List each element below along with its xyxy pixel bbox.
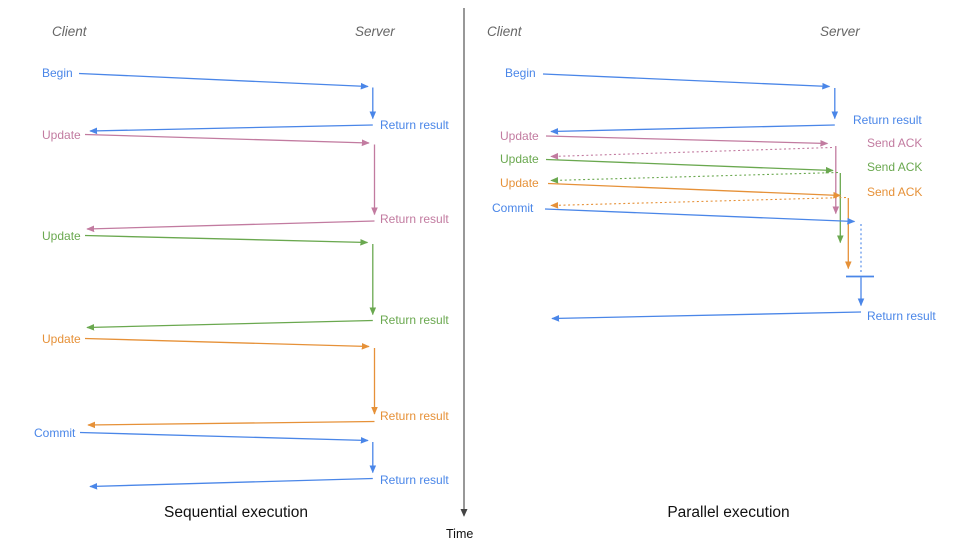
par-msg0-request-arrow bbox=[542, 73, 831, 90]
seq-msg4-request-label: Commit bbox=[34, 426, 76, 440]
seq-msg2-response-label: Return result bbox=[380, 313, 449, 327]
seq-msg0-response-label: Return result bbox=[380, 118, 449, 132]
par-final-response-label: Return result bbox=[867, 309, 936, 323]
seq-msg3-response-label: Return result bbox=[380, 409, 449, 423]
par-msg1-ack-arrow bbox=[550, 146, 833, 160]
par-msg3-ack-label: Send ACK bbox=[867, 185, 922, 199]
seq-msg2-request-arrow bbox=[84, 234, 369, 246]
seq-msg2-response-arrow bbox=[86, 319, 373, 331]
par-msg2-request-arrow bbox=[545, 158, 834, 174]
seq-msg3-request-label: Update bbox=[42, 332, 81, 346]
seq-server-header: Server bbox=[355, 24, 395, 39]
par-msg1-request-arrow bbox=[545, 135, 829, 147]
time-axis-label: Time bbox=[446, 527, 473, 540]
seq-msg0-request-arrow bbox=[78, 72, 369, 90]
par-msg2-ack-arrow bbox=[550, 171, 839, 184]
seq-msg4-request-arrow bbox=[79, 431, 369, 444]
seq-caption: Sequential execution bbox=[164, 504, 308, 521]
par-msg2-request-label: Update bbox=[500, 152, 539, 166]
par-msg0-response-arrow bbox=[550, 124, 835, 135]
parallel-panel: Client Server Begin Return result Update… bbox=[487, 24, 936, 521]
seq-msg1-request-arrow bbox=[84, 133, 370, 147]
par-msg1-ack-label: Send ACK bbox=[867, 136, 922, 150]
seq-client-header: Client bbox=[52, 24, 88, 39]
par-msg4-request-label: Commit bbox=[492, 201, 534, 215]
par-msg3-request-arrow bbox=[547, 182, 842, 199]
par-final-response-arrow bbox=[551, 311, 862, 322]
par-client-header: Client bbox=[487, 24, 523, 39]
par-msg0-request-label: Begin bbox=[505, 66, 536, 80]
seq-msg1-request-label: Update bbox=[42, 128, 81, 142]
seq-msg3-response-arrow bbox=[87, 420, 375, 429]
par-msg0-response-label: Return result bbox=[853, 113, 922, 127]
seq-msg4-response-label: Return result bbox=[380, 473, 449, 487]
seq-msg1-response-label: Return result bbox=[380, 212, 449, 226]
seq-msg2-request-label: Update bbox=[42, 229, 81, 243]
par-msg4-request-arrow bbox=[544, 208, 856, 225]
sequential-panel: Client Server Begin Return result Update… bbox=[34, 24, 449, 521]
par-server-header: Server bbox=[820, 24, 860, 39]
par-msg3-ack-arrow bbox=[550, 196, 847, 209]
seq-msg0-request-label: Begin bbox=[42, 66, 73, 80]
par-msg3-request-label: Update bbox=[500, 176, 539, 190]
par-caption: Parallel execution bbox=[667, 504, 789, 521]
seq-msg4-response-arrow bbox=[89, 477, 373, 490]
seq-msg0-response-arrow bbox=[89, 124, 373, 135]
par-msg1-request-label: Update bbox=[500, 129, 539, 143]
par-msg2-ack-label: Send ACK bbox=[867, 160, 922, 174]
seq-msg1-response-arrow bbox=[86, 220, 375, 233]
seq-msg3-request-arrow bbox=[84, 337, 370, 350]
